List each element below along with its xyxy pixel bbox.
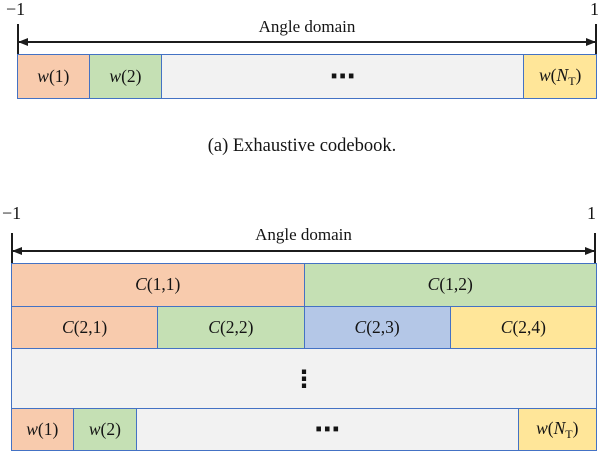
- cell-b-wNT: w(NT): [517, 409, 596, 450]
- cell-c23-label: C(2,3): [354, 316, 400, 337]
- cell-c23: C(2,3): [303, 307, 450, 348]
- cell-c12-label: C(1,2): [427, 274, 473, 295]
- cell-c22: C(2,2): [157, 307, 304, 348]
- cell-c22-label: C(2,2): [208, 316, 254, 337]
- axis-a-right-arrowhead: [586, 37, 596, 46]
- cell-w2-label: w(2): [109, 65, 142, 86]
- axis-b-left-arrowhead: [12, 246, 22, 255]
- cell-b-w1-label: w(1): [26, 418, 59, 439]
- axis-a-title: Angle domain: [258, 17, 356, 36]
- cell-b-w2-label: w(2): [88, 418, 121, 439]
- cell-c11: C(1,1): [12, 264, 304, 306]
- axis-b-title: Angle domain: [255, 225, 352, 244]
- axis-a-arrow-line: [18, 41, 596, 43]
- cell-b-wNT-label: w(NT): [536, 417, 579, 441]
- hierarchical-codebook-bar: C(1,1) C(1,2) C(2,1) C(2,2) C(2,3) C(2,4…: [11, 263, 597, 451]
- cell-wNT-label: w(NT): [538, 64, 582, 88]
- axis-a-left-arrowhead: [18, 37, 28, 46]
- hier-row-level1: C(1,1) C(1,2): [12, 264, 596, 306]
- cell-vdots-label: ⋮: [292, 364, 316, 393]
- cell-c21: C(2,1): [12, 307, 158, 348]
- axis-b-right-label: 1: [587, 203, 596, 223]
- cell-c12: C(1,2): [303, 264, 596, 306]
- cell-wNT: w(NT): [523, 55, 596, 98]
- cell-b-ellipsis: ⋯: [136, 409, 518, 450]
- axis-b-right-arrowhead: [585, 246, 595, 255]
- cell-vdots: ⋮: [12, 349, 596, 408]
- axis-a-left-label: −1: [6, 0, 26, 19]
- axis-a-right-label: 1: [590, 0, 599, 19]
- axis-a-right-tick: [595, 24, 597, 55]
- cell-b-w2: w(2): [72, 409, 137, 450]
- cell-ellipsis-label: ⋯: [329, 61, 356, 92]
- cell-c24: C(2,4): [449, 307, 596, 348]
- cell-w1: w(1): [18, 55, 89, 98]
- axis-b-left-label: −1: [2, 203, 22, 223]
- cell-c11-label: C(1,1): [135, 274, 181, 295]
- cell-c24-label: C(2,4): [500, 316, 546, 337]
- axis-b-right-tick: [594, 233, 596, 264]
- cell-b-w1: w(1): [12, 409, 73, 450]
- cell-c21-label: C(2,1): [62, 316, 108, 337]
- exhaustive-codebook-bar: w(1) w(2) ⋯ w(NT): [17, 54, 597, 99]
- axis-b-arrow-line: [12, 250, 595, 252]
- hier-row-bottom: w(1) w(2) ⋯ w(NT): [12, 408, 596, 450]
- caption-a: (a) Exhaustive codebook.: [207, 136, 397, 156]
- cell-ellipsis: ⋯: [161, 55, 524, 98]
- cell-w2: w(2): [88, 55, 162, 98]
- hier-row-level2: C(2,1) C(2,2) C(2,3) C(2,4): [12, 306, 596, 348]
- cell-b-ellipsis-label: ⋯: [314, 414, 341, 445]
- hier-row-vdots: ⋮: [12, 348, 596, 408]
- cell-w1-label: w(1): [37, 65, 70, 86]
